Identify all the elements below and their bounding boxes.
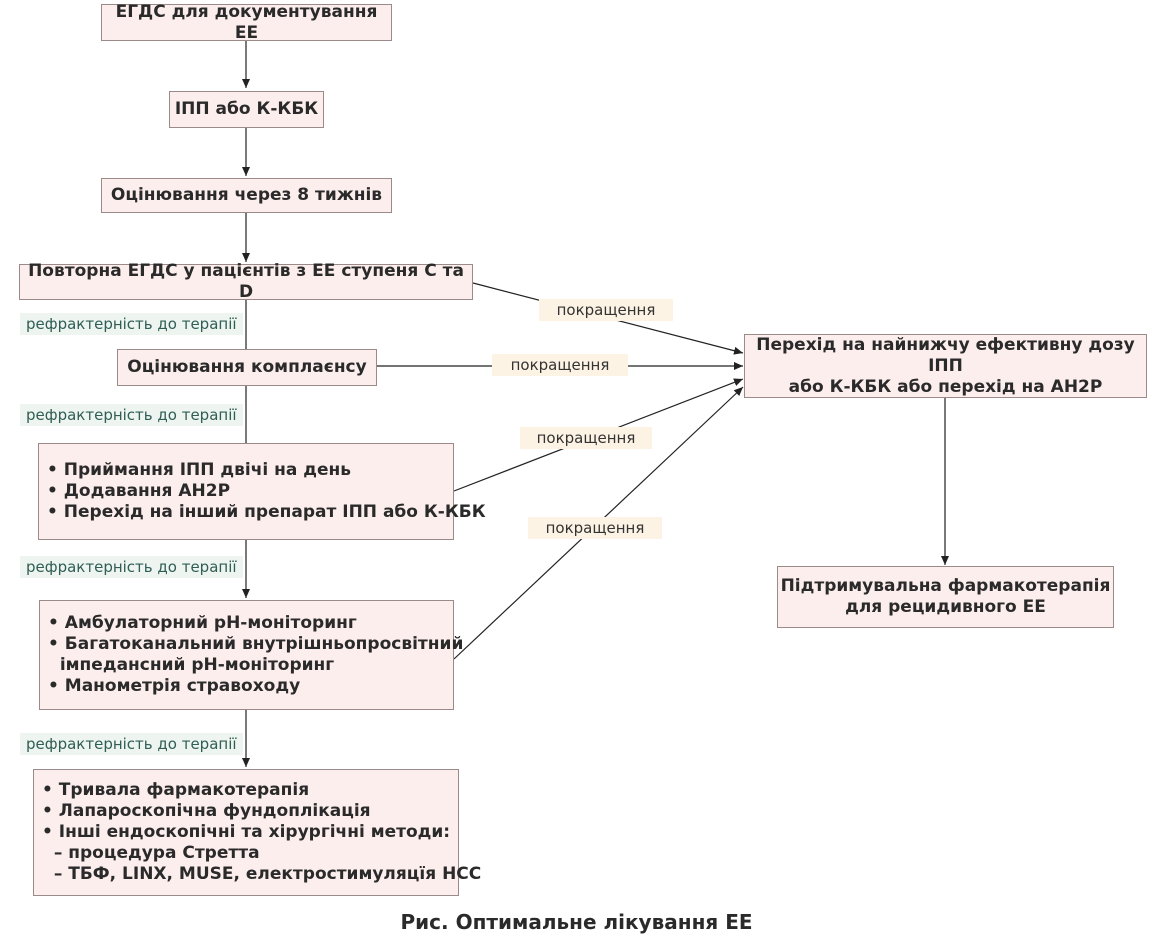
node-step3-treatment: • Тривала фармакотерапія • Лапароскопічн… [33,769,482,896]
refractory-label: рефрактерність до терапії [20,733,243,755]
refractory-label: рефрактерність до терапії [20,404,243,426]
refractory-label: рефрактерність до терапії [20,313,243,335]
node-maintenance-therapy: Підтримувальна фармакотерапія для рециди… [777,566,1114,628]
node-evaluation-8-weeks: Оцінювання через 8 тижнів [101,178,392,213]
improvement-label: покращення [528,517,662,539]
list-item: • Додавання АН2Р [47,481,231,501]
node-egds-documentation: ЕГДС для документування ЕЕ [101,2,392,43]
list-item: • Тривала фармакотерапія [42,780,310,800]
node-text-line: або К-КБК або перехід на АН2Р [788,376,1103,397]
node-compliance-evaluation: Оцінювання комплаєнсу [117,349,377,386]
list-item: • Приймання ІПП двічі на день [47,460,352,480]
list-item: – процедура Стретта [42,843,260,863]
node-ipp-or-kkbk: ІПП або К-КБК [169,91,324,128]
list-item: імпедансний рН-моніторинг [48,655,335,675]
list-item: • Лапароскопічна фундоплікація [42,801,371,821]
node-repeat-egds: Повторна ЕГДС у пацієнтів з ЕЕ ступеня С… [19,261,473,302]
node-text-line: для рецидивного ЕЕ [845,597,1046,617]
list-item: • Багатоканальний внутрішньопросвітний [48,634,464,654]
list-item: – ТБФ, LINX, MUSE, електростимуляцїя НСС [42,864,482,884]
node-step1-options: • Приймання ІПП двічі на день • Додаванн… [38,443,486,540]
node-lowest-effective-dose: Перехід на найнижчу ефективну дозу ІПП а… [744,334,1147,398]
list-item: • Інші ендоскопічні та хірургічні методи… [42,822,451,842]
node-step2-diagnostics: • Амбулаторний рН-моніторинг • Багатокан… [39,600,464,710]
node-text-line: Перехід на найнижчу ефективну дозу ІПП [756,334,1135,376]
improvement-label: покращення [539,299,673,321]
list-item: • Манометрія стравоходу [48,676,301,696]
refractory-label: рефрактерність до терапії [20,556,243,578]
node-text-line: Підтримувальна фармакотерапія [780,576,1111,596]
improvement-label: покращення [492,354,628,376]
figure-caption: Рис. Оптимальне лікування ЕЕ [400,910,753,934]
improvement-label: покращення [520,427,652,449]
list-item: • Амбулаторний рН-моніторинг [48,613,357,633]
list-item: • Перехід на інший препарат ІПП або К-КБ… [47,502,486,522]
